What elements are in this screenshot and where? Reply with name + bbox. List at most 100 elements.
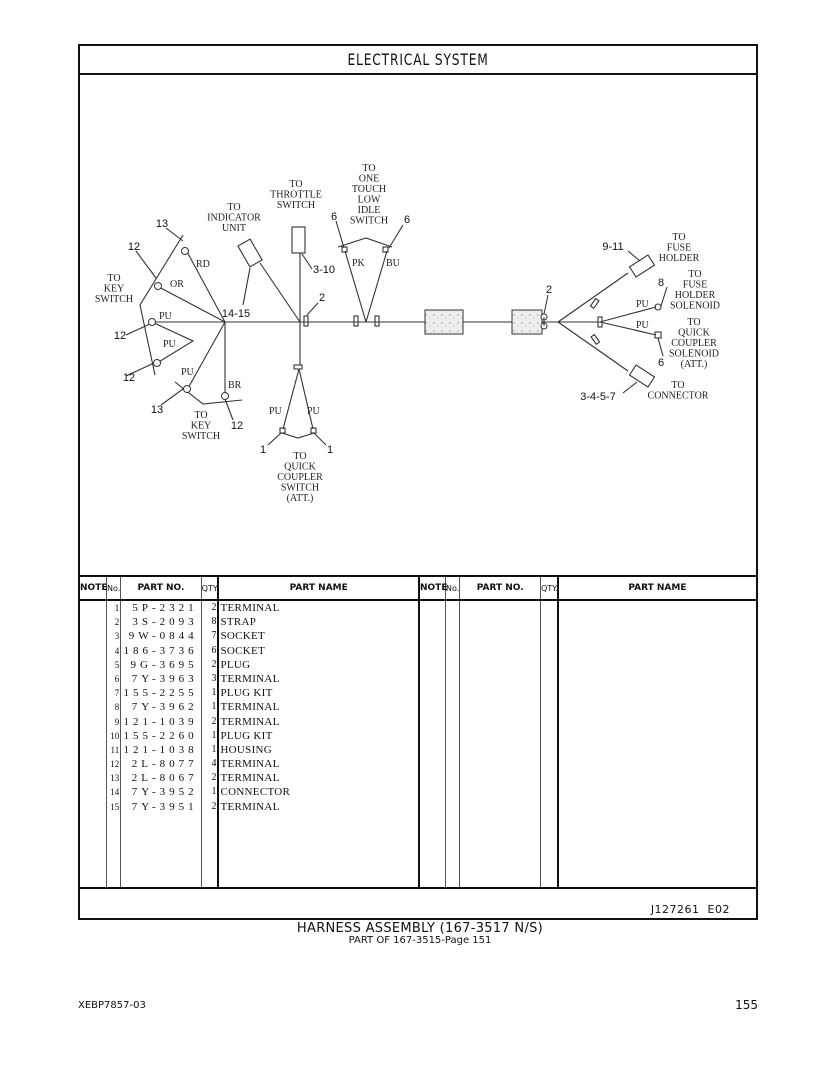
wire-label-pu: PU — [159, 311, 173, 322]
label-to-connector: TO — [671, 380, 684, 391]
table-cell-name: PLUG — [220, 658, 251, 671]
wire-pk — [344, 250, 367, 323]
assembly-caption: HARNESS ASSEMBLY (167-3517 N/S) — [296, 921, 544, 936]
callout-8: 8 — [658, 277, 664, 289]
table-cell-part-no: 7Y-3952 — [131, 786, 198, 799]
wire-label-pu: PU — [269, 406, 283, 417]
wire-connector — [557, 321, 629, 372]
table-cell-part-no: 155-2260 — [123, 729, 198, 742]
table-cell-no: 2 — [114, 617, 120, 628]
section-title-bar: ELECTRICAL SYSTEM — [80, 46, 756, 75]
parts-table-right: NOTE No. PART NO. QTY. PART NAME — [418, 577, 756, 887]
table-cell-part-no: 121-1038 — [123, 743, 198, 756]
drawing-id-band: J127261 E02 — [80, 887, 756, 920]
label-to-throttle-switch: THROTTLE — [270, 190, 322, 201]
wire-fhs-pu — [599, 306, 657, 323]
wire-fuse-holder — [557, 272, 629, 323]
table-cell-qty: 8 — [211, 616, 217, 628]
table-cell-qty: 1 — [211, 701, 217, 713]
callout-12: 12 — [114, 330, 126, 342]
table-cell-qty: 4 — [211, 758, 217, 770]
table-cell-qty: 1 — [211, 743, 217, 755]
header-part-name: PART NAME — [217, 577, 418, 601]
table-cell-name: TERMINAL — [220, 772, 280, 785]
wire-indicator — [259, 262, 301, 323]
callout-3-10: 3-10 — [313, 264, 335, 276]
label-to-quick-coupler-switch: QUICK — [284, 462, 316, 473]
table-cell-no: 4 — [114, 645, 120, 656]
table-cell-qty: 2 — [211, 772, 217, 784]
header-part-no: PART NO. — [120, 577, 202, 601]
table-cell-part-no: 155-2255 — [123, 687, 198, 700]
label-to-indicator-unit: TO — [227, 202, 240, 213]
strap-b — [374, 315, 380, 327]
strap-qc — [293, 364, 303, 370]
label-to-one-touch-low-idle-switch: IDLE — [358, 205, 381, 216]
table-cell-name: TERMINAL — [220, 602, 280, 614]
header-part-no-right: PART NO. — [459, 577, 541, 601]
part-name-column-right — [556, 600, 756, 887]
table-cell-qty: 1 — [211, 687, 217, 699]
label-to-one-touch-low-idle-switch: TOUCH — [352, 184, 386, 195]
terminal-rd — [181, 247, 189, 255]
table-cell-no: 5 — [114, 659, 120, 670]
table-cell-name: SOCKET — [220, 644, 266, 657]
label-to-quick-coupler-solenoid: (ATT.) — [681, 359, 708, 370]
fhs-terminal — [654, 303, 662, 311]
callout-2: 2 — [546, 284, 552, 296]
table-cell-qty: 6 — [211, 644, 217, 656]
throttle-connector — [291, 226, 306, 254]
label-to-fuse-holder-solenoid: SOLENOID — [670, 301, 720, 312]
table-cell-name: TERMINAL — [220, 758, 280, 771]
wire-label-pu: PU — [636, 299, 650, 310]
terminal-pu3 — [183, 385, 191, 393]
table-cell-qty: 2 — [211, 800, 217, 812]
label-to-quick-coupler-switch: COUPLER — [277, 472, 323, 483]
header-no: No. — [105, 577, 121, 601]
wire-label-rd: RD — [196, 259, 210, 270]
sleeve-right — [511, 309, 543, 335]
callout-12: 12 — [123, 372, 135, 384]
qc-switch-boot — [281, 432, 315, 439]
wire-pu2 — [151, 321, 195, 364]
indicator-connector — [237, 238, 263, 268]
note-column-right — [419, 600, 446, 887]
label-to-quick-coupler-switch: (ATT.) — [287, 493, 314, 504]
sleeve-left — [424, 309, 464, 335]
label-to-key-switch-lower: TO — [194, 410, 207, 421]
table-cell-part-no: 9W-0844 — [128, 630, 198, 643]
table-cell-name: HOUSING — [220, 743, 273, 756]
wire-label-or: OR — [170, 279, 184, 290]
callout-13: 13 — [151, 404, 163, 416]
callout-1: 1 — [260, 444, 266, 456]
table-cell-qty: 2 — [211, 602, 217, 613]
table-cell-part-no: 9G-3695 — [130, 658, 198, 671]
wire-qcs-pu — [599, 321, 657, 336]
label-to-quick-coupler-solenoid: QUICK — [678, 328, 710, 339]
table-cell-no: 6 — [114, 673, 120, 684]
header-part-name-right: PART NAME — [556, 577, 756, 601]
table-cell-no: 13 — [110, 773, 120, 784]
key-switch-upper-boot — [139, 234, 184, 376]
wire-qc-pu-right — [298, 368, 314, 430]
table-cell-part-no: 121-1039 — [123, 715, 198, 728]
callout-3-4-5-7: 3-4-5-7 — [580, 391, 615, 403]
label-to-fuse-holder-solenoid: HOLDER — [675, 290, 716, 301]
wire-bu — [365, 250, 388, 323]
wire-label-br: BR — [228, 380, 242, 391]
label-to-throttle-switch: TO — [289, 179, 302, 190]
callout-14-15: 14-15 — [222, 308, 250, 320]
terminal-br — [221, 392, 229, 400]
table-cell-qty: 3 — [211, 672, 217, 684]
header-qty: QTY. — [200, 577, 219, 601]
drawing-frame: ELECTRICAL SYSTEM — [78, 44, 758, 920]
label-to-fuse-holder-solenoid: FUSE — [683, 280, 707, 291]
table-cell-no: 3 — [114, 631, 120, 642]
header-note-right: NOTE — [419, 577, 447, 601]
note-column — [80, 600, 106, 887]
table-cell-name: CONNECTOR — [220, 786, 291, 799]
table-cell-qty: 1 — [211, 786, 217, 798]
wire-pu3 — [186, 321, 226, 391]
